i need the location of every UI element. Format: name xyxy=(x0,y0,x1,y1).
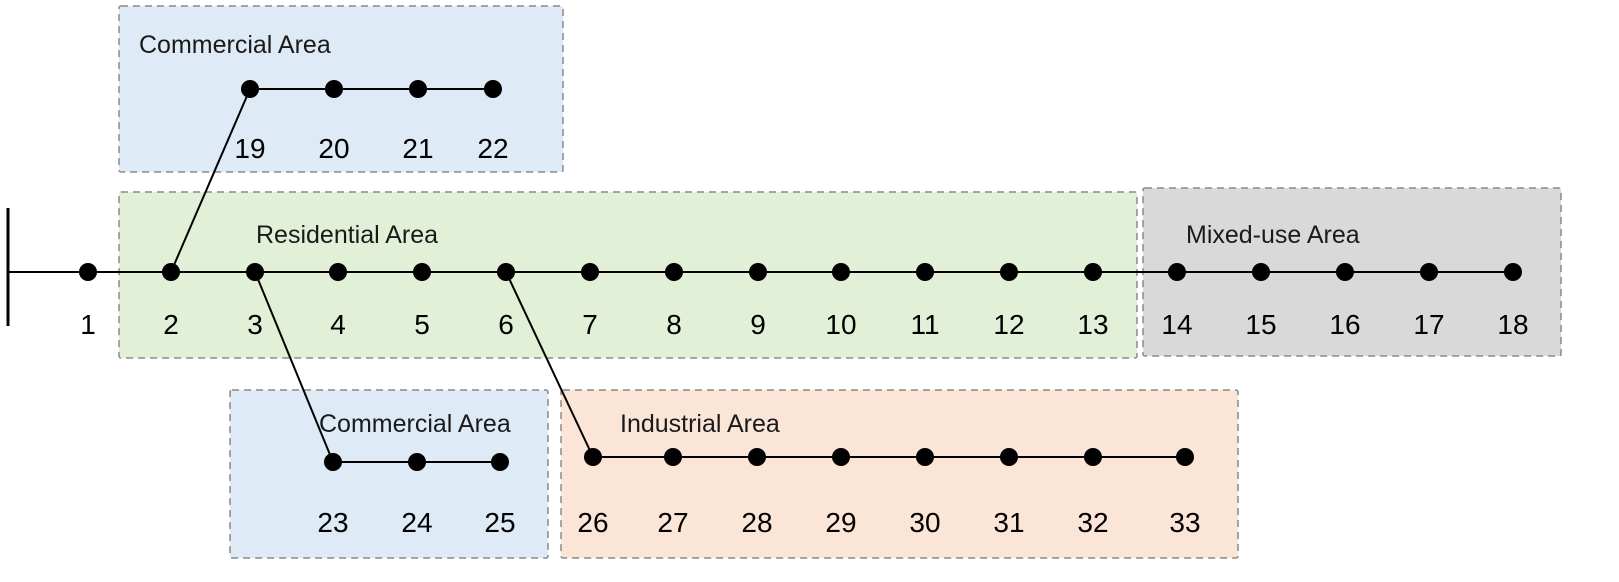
bus-node-25 xyxy=(491,453,509,471)
bus-node-15 xyxy=(1252,263,1270,281)
bus-node-29 xyxy=(832,448,850,466)
bus-label-13: 13 xyxy=(1077,309,1108,340)
bus-label-5: 5 xyxy=(414,309,430,340)
bus-label-14: 14 xyxy=(1161,309,1192,340)
bus-node-18 xyxy=(1504,263,1522,281)
bus-label-9: 9 xyxy=(750,309,766,340)
bus-label-29: 29 xyxy=(825,507,856,538)
bus-label-27: 27 xyxy=(657,507,688,538)
branch-line-2-19 xyxy=(170,88,251,273)
bus-node-2 xyxy=(162,263,180,281)
bus-label-7: 7 xyxy=(582,309,598,340)
bus-node-10 xyxy=(832,263,850,281)
bus-node-32 xyxy=(1084,448,1102,466)
bus-node-1 xyxy=(79,263,97,281)
bus-node-12 xyxy=(1000,263,1018,281)
bus-label-31: 31 xyxy=(993,507,1024,538)
bus-node-21 xyxy=(409,80,427,98)
bus-label-28: 28 xyxy=(741,507,772,538)
bus-node-27 xyxy=(664,448,682,466)
bus-node-13 xyxy=(1084,263,1102,281)
bus-label-10: 10 xyxy=(825,309,856,340)
bus-node-31 xyxy=(1000,448,1018,466)
branch-line-3-23 xyxy=(254,271,334,463)
bus-label-12: 12 xyxy=(993,309,1024,340)
bus-label-15: 15 xyxy=(1245,309,1276,340)
bus-label-20: 20 xyxy=(318,133,349,164)
residential-area xyxy=(118,191,1138,359)
bus-label-30: 30 xyxy=(909,507,940,538)
bus-label-1: 1 xyxy=(80,309,96,340)
network-nodes xyxy=(79,80,1522,471)
bus-node-11 xyxy=(916,263,934,281)
bus-label-26: 26 xyxy=(577,507,608,538)
bus-node-7 xyxy=(581,263,599,281)
bus-node-23 xyxy=(324,453,342,471)
bus-node-3 xyxy=(246,263,264,281)
bus-label-3: 3 xyxy=(247,309,263,340)
bus-node-22 xyxy=(484,80,502,98)
bus-node-6 xyxy=(497,263,515,281)
bus-label-8: 8 xyxy=(666,309,682,340)
bus-label-16: 16 xyxy=(1329,309,1360,340)
bus-label-25: 25 xyxy=(484,507,515,538)
branch-line-6-26 xyxy=(505,271,594,458)
bus-node-20 xyxy=(325,80,343,98)
commercial-area-bottom-label: Commercial Area xyxy=(319,410,511,438)
bus-node-16 xyxy=(1336,263,1354,281)
bus-node-24 xyxy=(408,453,426,471)
bus-node-5 xyxy=(413,263,431,281)
bus-label-18: 18 xyxy=(1497,309,1528,340)
bus-label-11: 11 xyxy=(910,309,939,340)
bus-node-9 xyxy=(749,263,767,281)
bus-node-19 xyxy=(241,80,259,98)
bus-node-8 xyxy=(665,263,683,281)
bus-node-28 xyxy=(748,448,766,466)
residential-area-label: Residential Area xyxy=(256,221,438,249)
mixed-use-area-label: Mixed-use Area xyxy=(1186,221,1360,249)
industrial-area-label: Industrial Area xyxy=(620,410,780,438)
bus-node-14 xyxy=(1168,263,1186,281)
bus-node-26 xyxy=(584,448,602,466)
commercial-area-bottom xyxy=(229,389,549,559)
bus-label-21: 21 xyxy=(402,133,433,164)
commercial-area-top-label: Commercial Area xyxy=(139,31,331,59)
bus-node-30 xyxy=(916,448,934,466)
bus-label-19: 19 xyxy=(234,133,265,164)
bus-label-6: 6 xyxy=(498,309,514,340)
bus-label-17: 17 xyxy=(1413,309,1444,340)
bus-label-32: 32 xyxy=(1077,507,1108,538)
bus-node-4 xyxy=(329,263,347,281)
bus-label-23: 23 xyxy=(317,507,348,538)
bus-label-22: 22 xyxy=(477,133,508,164)
bus-label-33: 33 xyxy=(1169,507,1200,538)
bus-label-2: 2 xyxy=(163,309,179,340)
bus-node-33 xyxy=(1176,448,1194,466)
industrial-area xyxy=(560,389,1239,559)
bus-node-17 xyxy=(1420,263,1438,281)
bus-label-4: 4 xyxy=(330,309,346,340)
bus-label-24: 24 xyxy=(401,507,432,538)
